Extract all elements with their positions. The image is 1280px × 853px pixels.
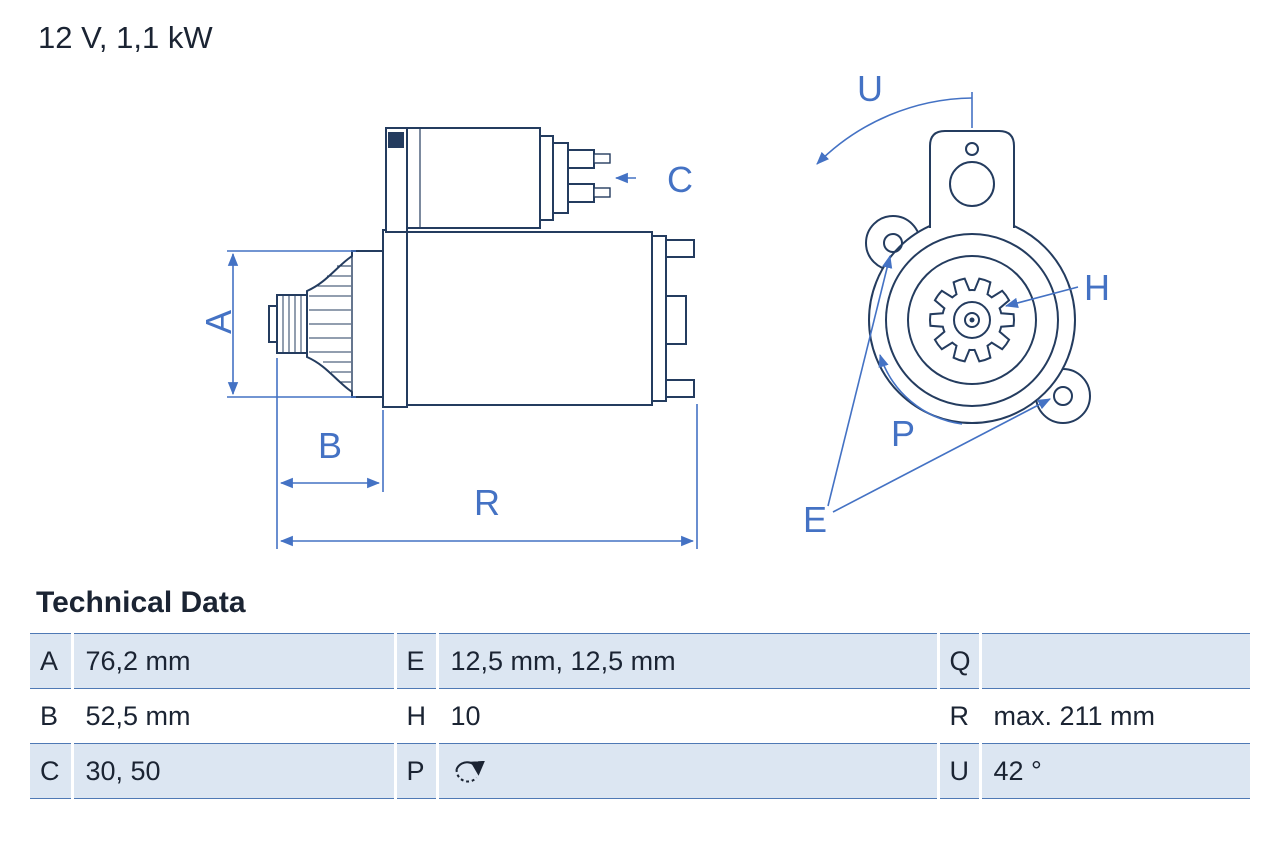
param-key: A [30,633,72,689]
param-value: 12,5 mm, 12,5 mm [435,633,938,689]
pinion-gear-side [276,294,308,354]
dim-arc-u [816,97,973,165]
front-view [865,130,1091,424]
side-view [268,127,695,408]
param-key: C [30,743,72,799]
technical-data-table: A 76,2 mm E 12,5 mm, 12,5 mm Q B 52,5 mm… [30,633,1250,799]
shaft-tip [268,305,278,343]
param-value: 10 [435,688,938,744]
param-value [978,633,1250,689]
housing-ring-outer [885,233,1059,407]
dim-label-b: B [318,425,342,466]
dim-label-e: E [803,499,827,540]
rotation-arc-p [878,353,963,425]
param-value-icon-cell [435,743,938,799]
dim-leader-e2 [832,398,1051,513]
param-value: max. 211 mm [978,688,1250,744]
ear-hole-lower-right [1053,386,1073,406]
rear-bracket-top [665,239,695,258]
motor-body [406,231,653,406]
dim-label-u: U [857,68,883,109]
dim-leader-e1 [827,254,893,507]
starter-motor-technical-drawing: A B R C U H P E [198,68,1110,549]
param-key: E [393,633,437,689]
mounting-flange [382,229,408,408]
terminal-stud [567,149,595,169]
dimension-annotations [227,92,1079,549]
solenoid-body [406,127,541,229]
rear-boss [665,295,687,345]
param-key: Q [936,633,980,689]
technical-data-heading: Technical Data [36,586,246,619]
param-key: B [30,688,72,744]
end-plate [651,235,667,402]
rear-bracket-bottom [665,379,695,398]
table-row: A 76,2 mm E 12,5 mm, 12,5 mm Q [30,633,1250,689]
terminal-stud [567,183,595,203]
dim-label-c: C [667,159,693,200]
dim-leader-h [1004,286,1079,308]
dim-label-p: P [891,413,915,454]
pinion-teeth [282,296,302,352]
ear-hole-upper-left [883,233,903,253]
param-value: 76,2 mm [70,633,395,689]
param-key: U [936,743,980,799]
housing-ribs [309,265,351,383]
param-key: H [393,688,437,744]
dimension-labels: A B R C U H P E [198,68,1110,540]
tab-pilot-hole [965,142,979,156]
dim-label-h: H [1084,267,1110,308]
tab-hole [949,161,995,207]
table-row: B 52,5 mm H 10 R max. 211 mm [30,688,1250,744]
housing-ring-inner [907,255,1037,385]
param-key: P [393,743,437,799]
param-value: 52,5 mm [70,688,395,744]
rotation-direction-icon [455,760,485,783]
top-mounting-tab [929,130,1015,228]
table-row: C 30, 50 P U 42 ° [30,743,1250,799]
param-key: R [936,688,980,744]
param-value: 30, 50 [70,743,395,799]
product-spec-title: 12 V, 1,1 kW [38,20,213,55]
dim-label-r: R [474,482,500,523]
param-value: 42 ° [978,743,1250,799]
dim-label-a: A [198,310,239,334]
